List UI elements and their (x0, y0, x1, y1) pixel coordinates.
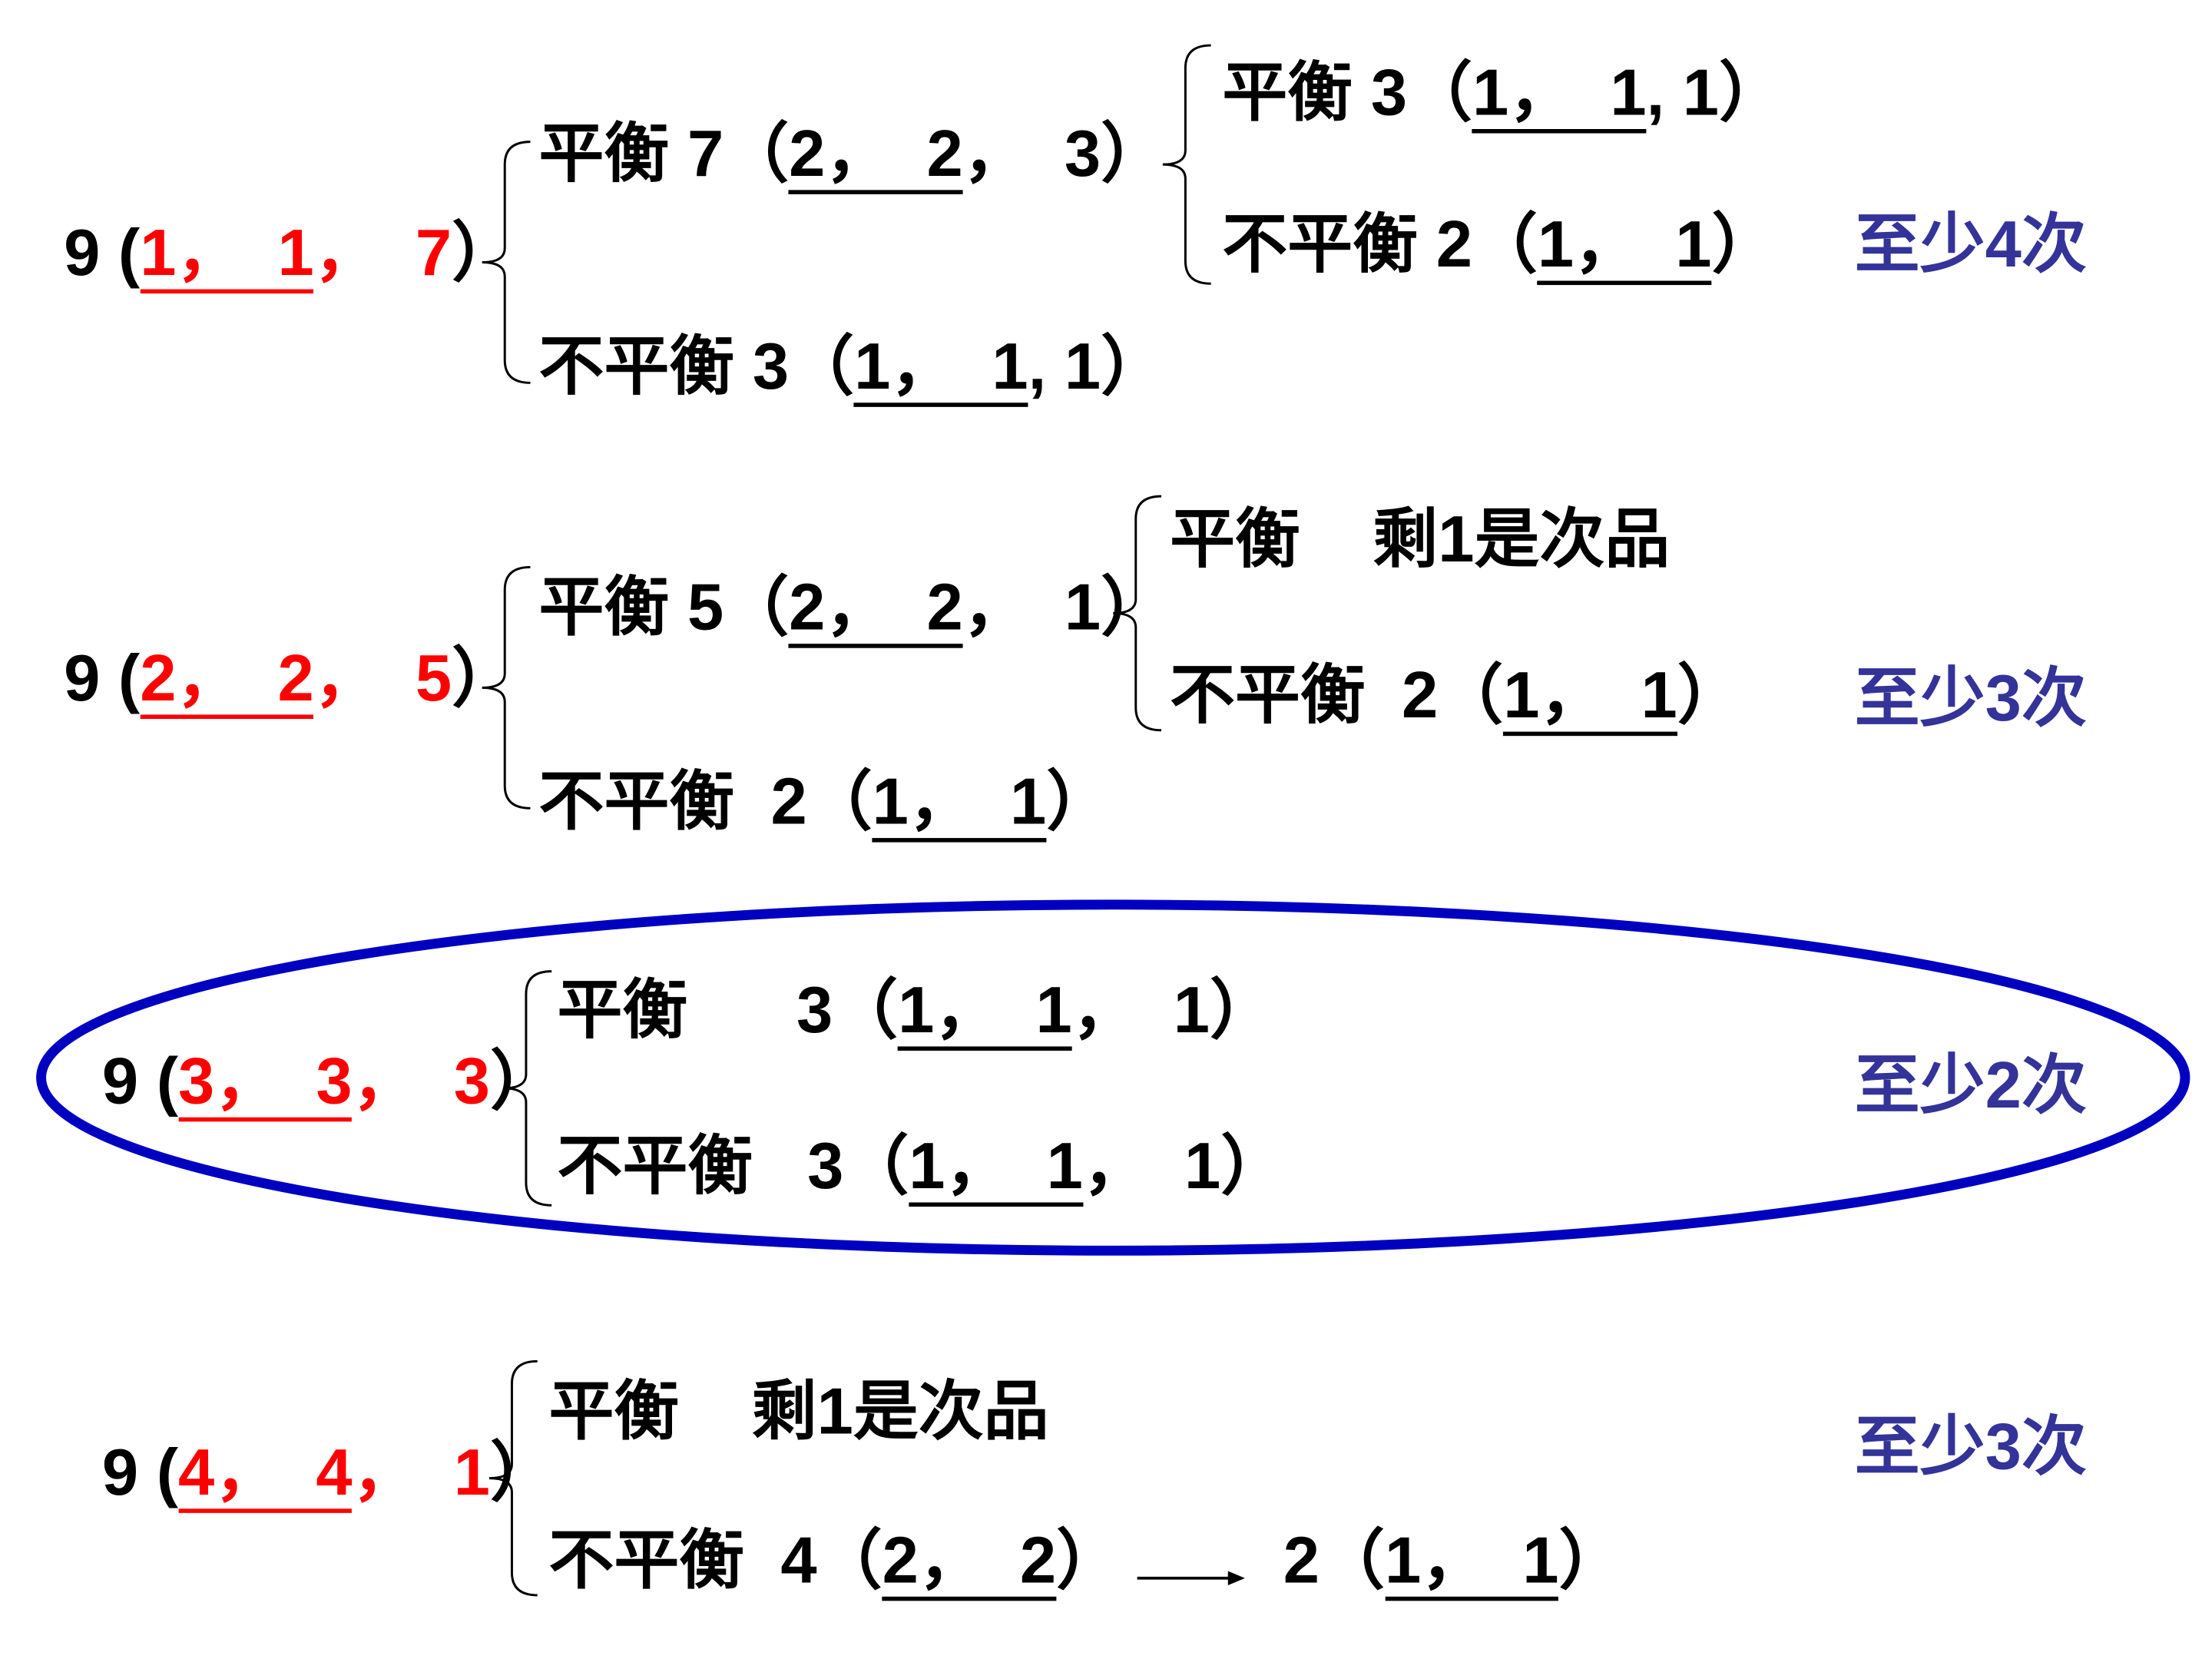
text-segment: 平衡 7（ (538, 116, 790, 190)
text-segment: 9 ( (64, 641, 141, 715)
branch-unbalanced-2: 不平衡 2（1， 1） (538, 763, 1112, 843)
text-segment: , 1） (1646, 55, 1784, 129)
text-segment: 9 ( (101, 1435, 179, 1509)
underlined-group: 2， 2 (140, 641, 314, 719)
branch-unbalanced-2: 不平衡 2（1， 1） (1222, 206, 1777, 286)
text-segment: ） (1558, 1522, 1624, 1597)
underlined-group: 2， 2 (882, 1522, 1057, 1601)
text-segment: ） (452, 641, 518, 715)
text-segment: ） (1046, 764, 1112, 839)
text-segment: ） (489, 1435, 555, 1509)
text-segment: ， 3 (352, 1043, 490, 1118)
root-split-3-3-3: 9 (3， 3， 3） (101, 1042, 555, 1122)
text-segment: ， 1） (962, 570, 1167, 644)
text-segment: ， 5 (313, 641, 452, 715)
branch-balanced-3: 平衡 3（1， 1， 1） (557, 972, 1275, 1051)
text-segment: ） (452, 215, 518, 290)
underlined-group: 1， 1 (1537, 207, 1712, 286)
branch-balanced-3: 平衡 3（1， 1, 1） (1222, 54, 1784, 134)
underlined-group: 2， 2 (789, 570, 963, 648)
root-split-1-1-7: 9 (1， 1， 7） (64, 214, 518, 294)
branch-2-split: 2（1， 1） (1283, 1522, 1624, 1601)
result-min-weighings: 至少4次 (1854, 207, 2087, 281)
text-segment: 9 ( (64, 215, 141, 290)
branch-balanced-5: 平衡 5（2， 2， 1） (538, 568, 1167, 648)
text-segment: , 1） (1028, 329, 1167, 403)
text-segment: 不平衡 4（ (548, 1522, 882, 1597)
branch-balanced-7: 平衡 7（2， 2， 3） (538, 115, 1167, 194)
branch-balanced-remaining-1: 平衡 剩1是次品 (1170, 501, 1670, 578)
curly-brace (482, 565, 531, 810)
text-segment: 不平衡 3（ (538, 329, 855, 403)
underlined-group: 2， 2 (789, 116, 963, 194)
text-segment: 平衡 3（ (557, 972, 899, 1047)
underlined-group: 1， 1 (1384, 1522, 1559, 1601)
text-segment: ） (1711, 207, 1777, 281)
curly-brace (482, 141, 531, 384)
underlined-group: 1， 1 (909, 1129, 1083, 1207)
text-segment: 2（ (1283, 1522, 1385, 1597)
text-segment: ） (1677, 657, 1743, 732)
branch-unbalanced-3: 不平衡 3（1， 1, 1） (538, 327, 1167, 407)
underlined-group: 1， 1 (872, 764, 1047, 843)
result-min-weighings: 至少3次 (1854, 1409, 2087, 1484)
text-segment: 平衡 5（ (538, 570, 790, 644)
text-segment: ， 1） (1082, 1128, 1286, 1203)
underlined-group: 1， 1 (898, 972, 1072, 1051)
root-split-2-2-5: 9 (2， 2， 5） (64, 640, 518, 719)
text-segment: 不平衡 2（ (1170, 657, 1504, 732)
text-segment: 不平衡 2（ (1222, 207, 1538, 281)
text-segment: 平衡 剩1是次品 (548, 1373, 1049, 1448)
text-segment: 平衡 剩1是次品 (1170, 502, 1671, 576)
branch-balanced-remaining-1: 平衡 剩1是次品 (548, 1373, 1048, 1449)
underlined-group: 1， 1 (854, 329, 1028, 407)
branch-unbalanced-2: 不平衡 2（1， 1） (1170, 657, 1743, 737)
text-segment: 平衡 3（ (1222, 55, 1472, 129)
text-segment: ， 3） (962, 116, 1167, 190)
highlight-ellipse (36, 899, 2190, 1256)
text-segment: ， 7 (313, 215, 452, 290)
result-min-weighings: 至少3次 (1854, 661, 2087, 735)
underlined-group: 1， 1 (1503, 657, 1677, 737)
underlined-group: 1， 1 (140, 215, 314, 294)
underlined-group: 1， 1 (1472, 55, 1647, 134)
text-segment: ） (1056, 1522, 1122, 1597)
underlined-group: 4， 4 (178, 1435, 353, 1513)
text-segment: 9 ( (101, 1043, 179, 1118)
text-segment: ， 1 (352, 1435, 490, 1509)
branch-unbalanced-4: 不平衡 4（2， 2） (548, 1522, 1122, 1601)
branch-unbalanced-3: 不平衡 3（1， 1， 1） (557, 1128, 1286, 1207)
result-min-weighings: 至少2次 (1854, 1048, 2087, 1122)
text-segment: 不平衡 3（ (557, 1128, 909, 1203)
text-segment: ， 1） (1071, 972, 1275, 1047)
arrow-right-icon (1137, 1571, 1245, 1585)
root-split-4-4-1: 9 (4， 4， 1） (101, 1433, 555, 1513)
text-segment: ） (489, 1043, 555, 1118)
text-segment: 不平衡 2（ (538, 764, 873, 839)
underlined-group: 3， 3 (178, 1043, 353, 1122)
curly-brace (1162, 44, 1211, 285)
